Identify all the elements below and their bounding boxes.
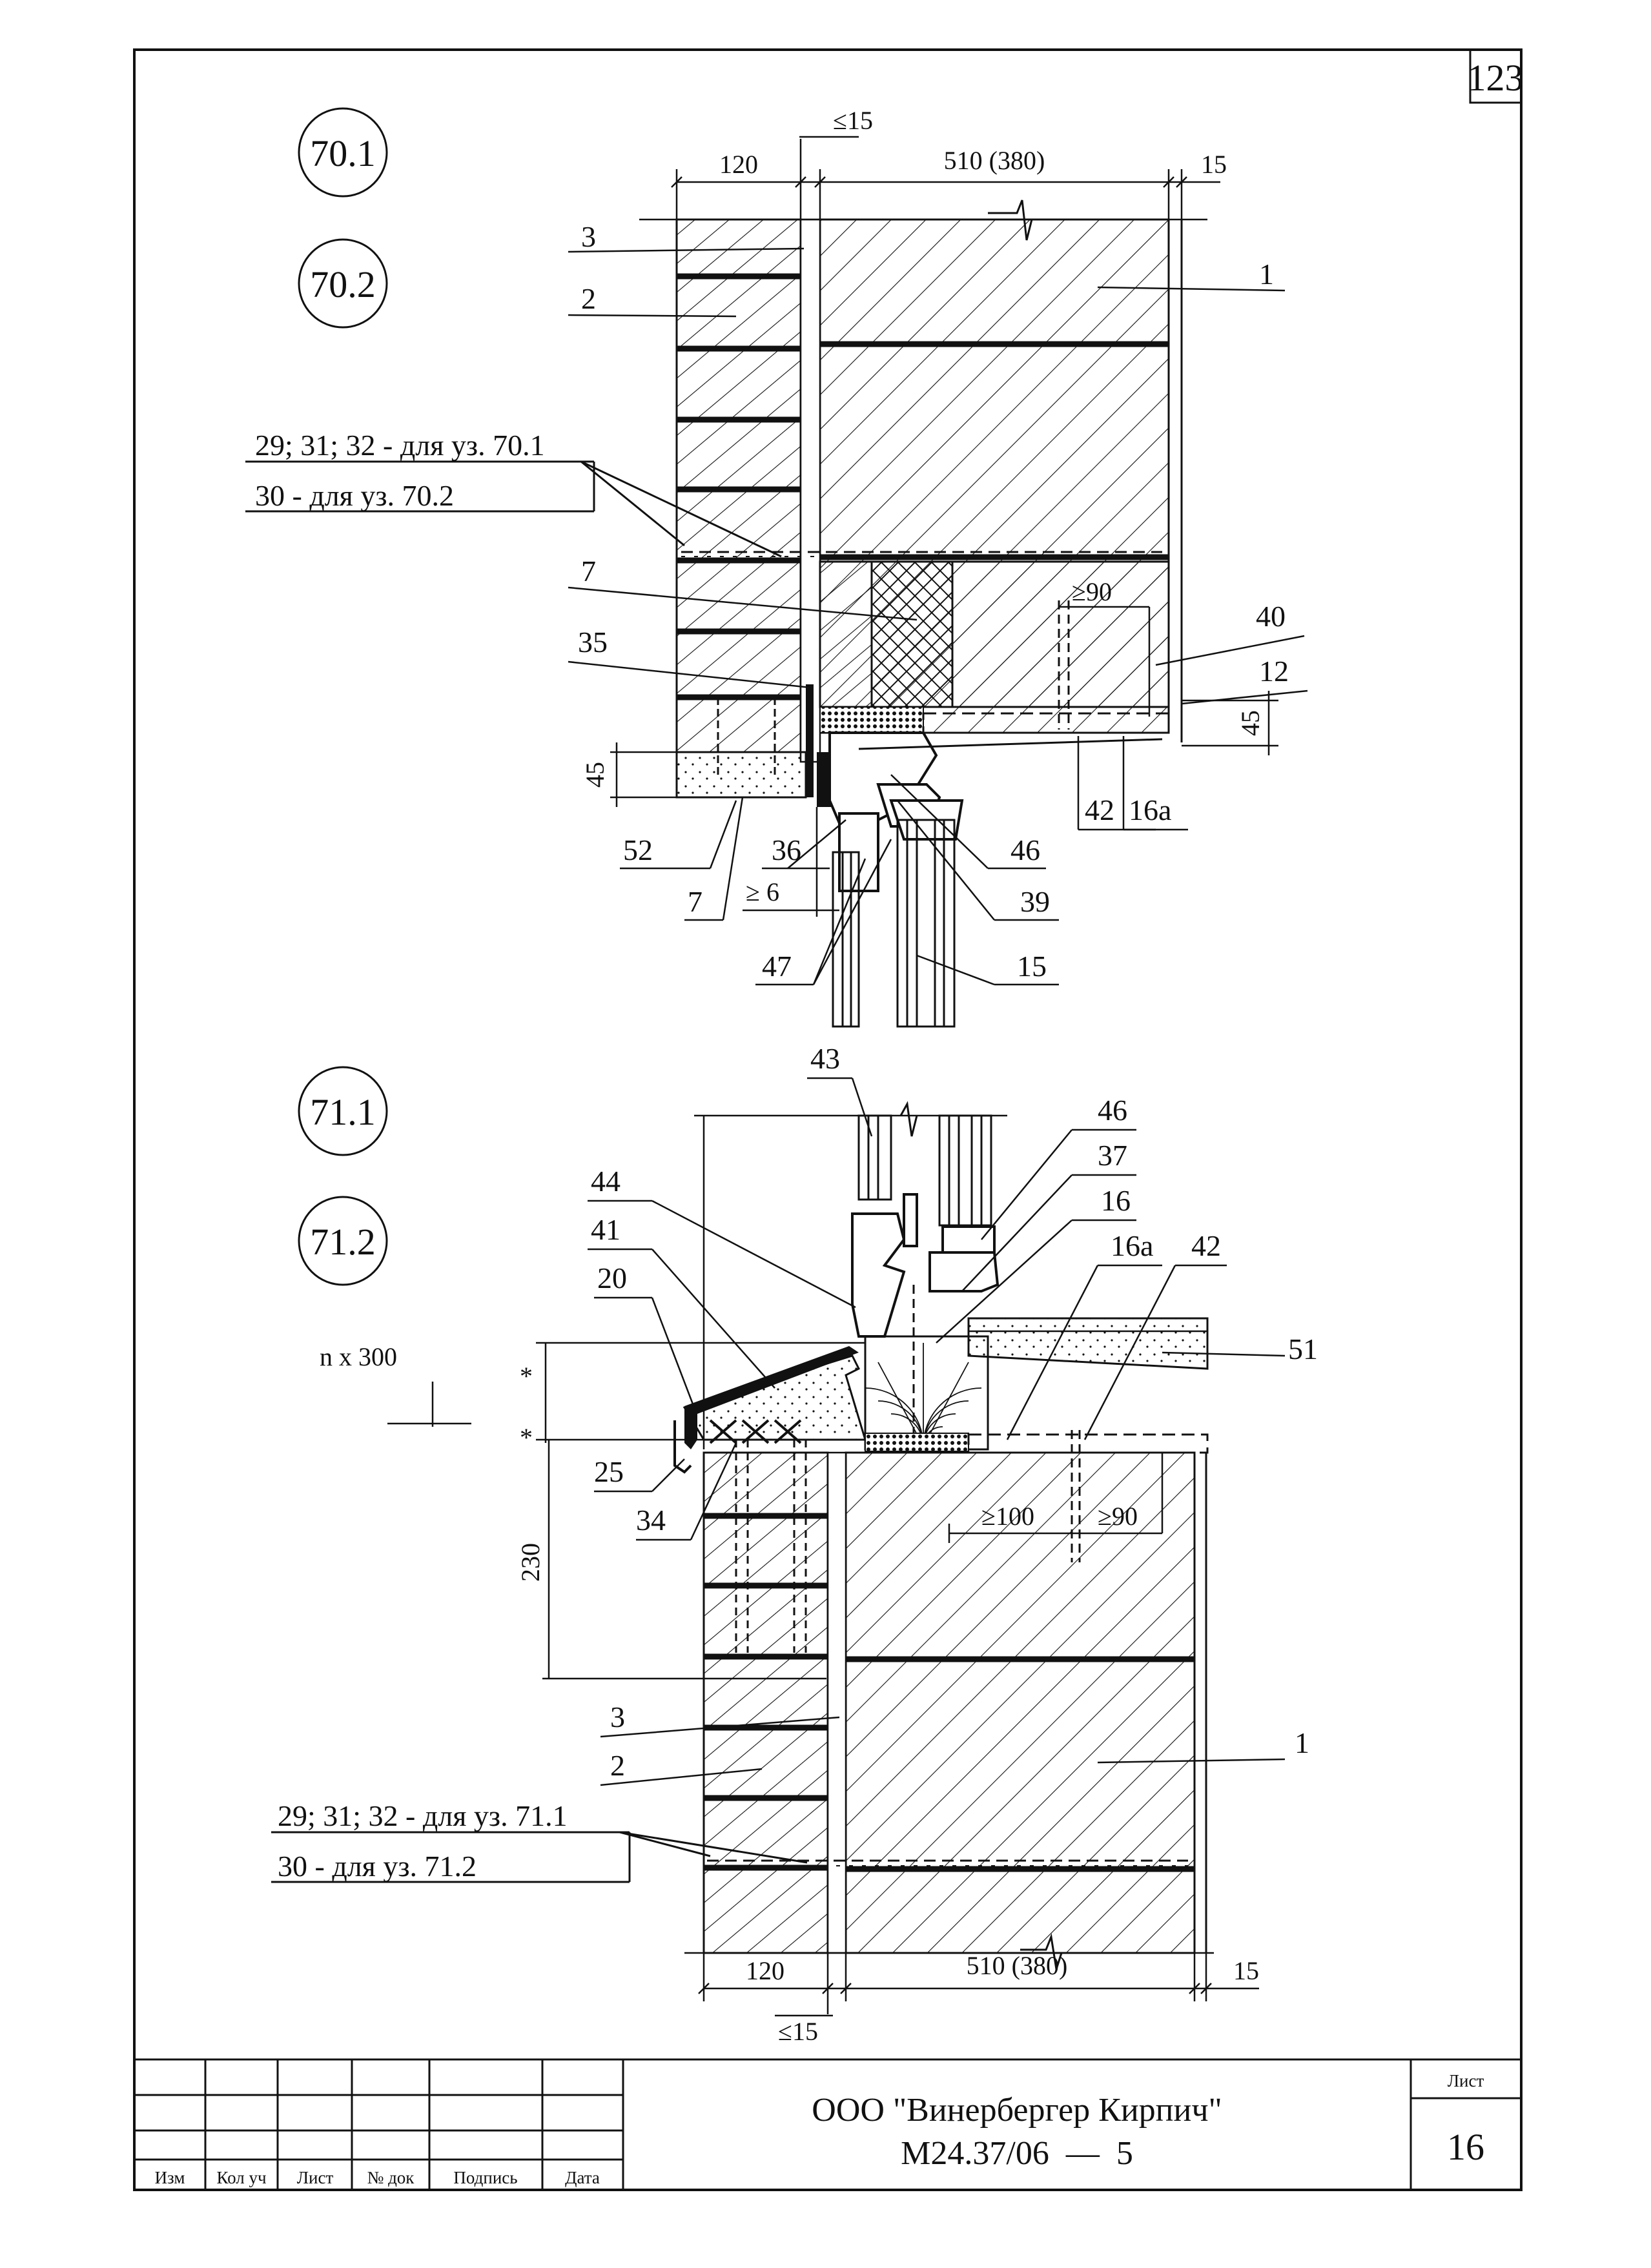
upper-callout-35: 35 — [578, 626, 608, 659]
title-sheet-label: Лист — [1448, 2071, 1484, 2090]
sheet-corner-number: 123 — [1468, 57, 1524, 99]
lower-dim-facing: 120 — [746, 1956, 784, 1985]
lower-wall-section — [673, 1101, 1214, 1970]
title-col-podpis: Подпись — [453, 2168, 517, 2187]
lower-dim-step: n x 300 — [320, 1342, 397, 1371]
upper-callout-7b: 7 — [688, 885, 702, 918]
lower-dimension-lines — [387, 1342, 1259, 2017]
lower-note-line1: 29; 31; 32 - для уз. 71.1 — [278, 1799, 568, 1832]
upper-dim-facing: 120 — [719, 150, 758, 179]
lower-callout-25: 25 — [594, 1455, 624, 1488]
upper-callout-46: 46 — [1010, 833, 1040, 866]
detail-marks — [298, 107, 388, 1286]
lower-dim-anchor-left: ≥100 — [981, 1502, 1034, 1531]
title-col-list: Лист — [297, 2168, 334, 2187]
lower-notes-box — [271, 1831, 808, 1883]
lower-dim-bottom-small: ≤15 — [778, 2017, 818, 2046]
upper-callout-36: 36 — [772, 833, 801, 866]
title-col-ndok: № док — [367, 2168, 415, 2187]
lower-dim-star-1: * — [520, 1362, 533, 1391]
detail-mark-70-1: 70.1 — [310, 132, 376, 174]
lower-dim-height: 230 — [516, 1543, 545, 1582]
lower-callout-1: 1 — [1295, 1726, 1309, 1759]
lower-callout-46: 46 — [1098, 1094, 1127, 1127]
title-col-izm: Изм — [155, 2168, 185, 2187]
upper-callout-1: 1 — [1259, 258, 1274, 291]
upper-callout-40: 40 — [1256, 600, 1286, 633]
upper-callout-leaders — [568, 247, 1308, 986]
upper-callout-52: 52 — [623, 833, 653, 866]
upper-callout-12: 12 — [1259, 655, 1289, 688]
upper-callout-47: 47 — [762, 950, 792, 983]
lower-callout-20: 20 — [597, 1262, 627, 1294]
lower-dim-plaster: 15 — [1233, 1956, 1259, 1985]
upper-wall-section — [675, 199, 1183, 1028]
upper-callout-15: 15 — [1017, 950, 1047, 983]
upper-note-line1: 29; 31; 32 - для уз. 70.1 — [255, 429, 545, 462]
upper-callout-16a: 16а — [1129, 793, 1171, 826]
lower-dim-star-2: * — [520, 1423, 533, 1452]
detail-mark-71-2: 71.2 — [310, 1221, 376, 1263]
lower-callout-43: 43 — [810, 1042, 840, 1075]
title-col-data: Дата — [565, 2168, 600, 2187]
upper-notes-box — [245, 460, 782, 558]
upper-dim-wall: 510 (380) — [944, 146, 1045, 175]
lower-note-line2: 30 - для уз. 71.2 — [278, 1850, 477, 1883]
upper-dimension-lines — [610, 136, 1278, 917]
lower-callout-16a: 16а — [1111, 1229, 1153, 1262]
lower-callout-16: 16 — [1101, 1184, 1131, 1217]
sheet-frame — [133, 48, 1523, 2191]
title-document-code: М24.37/06 — 5 — [901, 2135, 1133, 2172]
upper-callout-39: 39 — [1020, 885, 1050, 918]
lower-dim-anchor-right: ≥90 — [1098, 1502, 1138, 1531]
upper-dim-top-small: ≤15 — [833, 106, 873, 135]
upper-callout-2: 2 — [581, 282, 596, 315]
lower-callout-37: 37 — [1098, 1139, 1127, 1172]
detail-mark-70-2: 70.2 — [310, 263, 376, 305]
detail-mark-71-1: 71.1 — [310, 1091, 376, 1133]
upper-dim-plaster: 15 — [1201, 150, 1227, 179]
upper-dim-gap: ≥ 6 — [746, 877, 779, 906]
lower-callout-44: 44 — [591, 1165, 620, 1198]
upper-dim-lintel-left: 45 — [580, 762, 610, 788]
lower-callout-leaders — [588, 1077, 1286, 1786]
title-sheet-number: 16 — [1447, 2126, 1484, 2168]
lower-callout-3: 3 — [610, 1701, 625, 1733]
upper-dim-lintel-right: 45 — [1236, 710, 1265, 736]
lower-callout-51: 51 — [1288, 1333, 1318, 1365]
lower-callout-34: 34 — [636, 1504, 666, 1537]
lower-dim-wall: 510 (380) — [967, 1951, 1068, 1980]
lower-callout-2: 2 — [610, 1749, 625, 1782]
lower-callout-41: 41 — [591, 1213, 620, 1246]
upper-note-line2: 30 - для уз. 70.2 — [255, 479, 454, 512]
upper-callout-3: 3 — [581, 220, 596, 253]
upper-callout-7a: 7 — [581, 555, 596, 587]
upper-callout-42: 42 — [1085, 793, 1114, 826]
title-col-kol-uch: Кол уч — [216, 2168, 266, 2187]
title-block — [134, 2058, 1521, 2190]
title-organization: ООО "Винербергер Кирпич" — [812, 2092, 1222, 2129]
upper-dim-anchor: ≥90 — [1072, 577, 1112, 606]
lower-callout-42: 42 — [1191, 1229, 1221, 1262]
